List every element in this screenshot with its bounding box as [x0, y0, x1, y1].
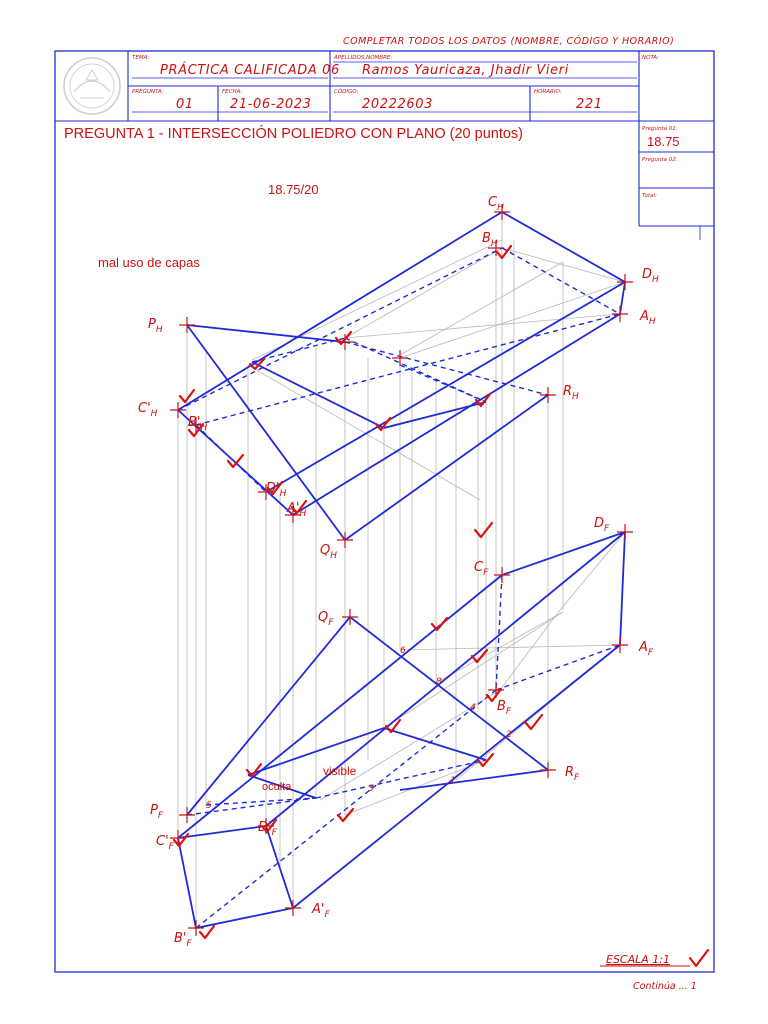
- label-bpf: B'F: [174, 931, 193, 949]
- scale-label: ESCALA 1:1: [606, 953, 670, 966]
- pregunta2-score-label: Pregunta 02:: [642, 157, 678, 163]
- front-view-section: [205, 727, 487, 806]
- front-view-prism: [176, 531, 626, 930]
- top-view-labels: CH BH DH AH PH RH C'H B'H D'H A'H QH: [138, 195, 659, 561]
- num-4: 4: [470, 703, 476, 713]
- horario-value: 221: [576, 97, 603, 112]
- num-5: 5: [206, 801, 212, 811]
- grader-comment: mal uso de capas: [98, 255, 200, 270]
- total-score-label: Total:: [642, 193, 657, 199]
- apellidos-value: Ramos Yauricaza, Jhadir Vieri: [362, 63, 569, 78]
- label-apf: A'F: [311, 902, 330, 920]
- fecha-value: 21-06-2023: [230, 97, 312, 112]
- instruction-text: COMPLETAR TODOS LOS DATOS (NOMBRE, CÓDIG…: [343, 35, 674, 47]
- front-view-plane: [186, 616, 549, 816]
- label-cph: C'H: [138, 401, 158, 419]
- continua-label: Continúa ... 1: [633, 981, 697, 992]
- apellidos-label: APELLIDOS,NOMBRE:: [333, 55, 392, 61]
- label-bh: BH: [482, 231, 498, 249]
- label-ph: PH: [148, 317, 163, 335]
- num-1: 1: [450, 776, 456, 786]
- codigo-label: CÓDIGO:: [334, 88, 359, 95]
- label-ah: AH: [639, 309, 656, 327]
- label-qf: QF: [318, 610, 334, 628]
- pregunta1-score-label: Pregunta 01:: [642, 126, 678, 132]
- pregunta1-score: 18.75: [647, 134, 680, 149]
- section-numbers: 1 2 3 4 5 6 8: [206, 646, 512, 811]
- check-marks: [172, 244, 710, 968]
- label-dph: D'H: [266, 481, 287, 499]
- label-rf: RF: [565, 765, 580, 783]
- label-cpf: C'F: [156, 834, 175, 852]
- tema-value: PRÁCTICA CALIFICADA 06: [160, 62, 340, 78]
- title-block: [55, 51, 714, 240]
- label-df: DF: [594, 516, 610, 534]
- label-bf: BF: [497, 699, 512, 717]
- visible-label: visible: [323, 764, 357, 778]
- fecha-label: FECHA:: [222, 89, 242, 95]
- question-title: PREGUNTA 1 - INTERSECCIÓN POLIEDRO CON P…: [64, 125, 523, 142]
- horario-label: HORARIO:: [534, 89, 562, 95]
- num-2: 2: [506, 730, 512, 740]
- nota-label: NOTA:: [642, 55, 659, 61]
- projection-lines: [177, 212, 626, 928]
- front-view-labels: DF CF AF QF BF RF PF C'F D'F A'F B'F: [150, 516, 654, 949]
- label-rh: RH: [563, 384, 579, 402]
- grade-note: 18.75/20: [268, 182, 319, 197]
- label-qh: QH: [320, 543, 337, 561]
- codigo-value: 20222603: [362, 97, 433, 112]
- num-3: 3: [368, 784, 374, 794]
- sheet-border: [54, 50, 715, 973]
- top-view-plane: [186, 324, 549, 541]
- tema-label: TEMA:: [132, 55, 149, 61]
- vertex-markers: [170, 204, 633, 936]
- label-pf: PF: [150, 803, 164, 821]
- label-af: AF: [638, 640, 654, 658]
- top-view-section: [251, 337, 487, 429]
- university-seal: [63, 57, 121, 115]
- num-6: 6: [400, 646, 406, 656]
- oculta-label: oculta: [262, 781, 292, 793]
- pregunta-label: PREGUNTA:: [132, 89, 164, 95]
- top-view-prism: [177, 210, 626, 516]
- num-8: 8: [436, 677, 442, 687]
- pregunta-value: 01: [176, 97, 194, 112]
- label-cf: CF: [474, 560, 489, 578]
- label-dh: DH: [642, 267, 659, 285]
- label-bph: B'H: [188, 415, 208, 433]
- label-ch: CH: [488, 195, 504, 213]
